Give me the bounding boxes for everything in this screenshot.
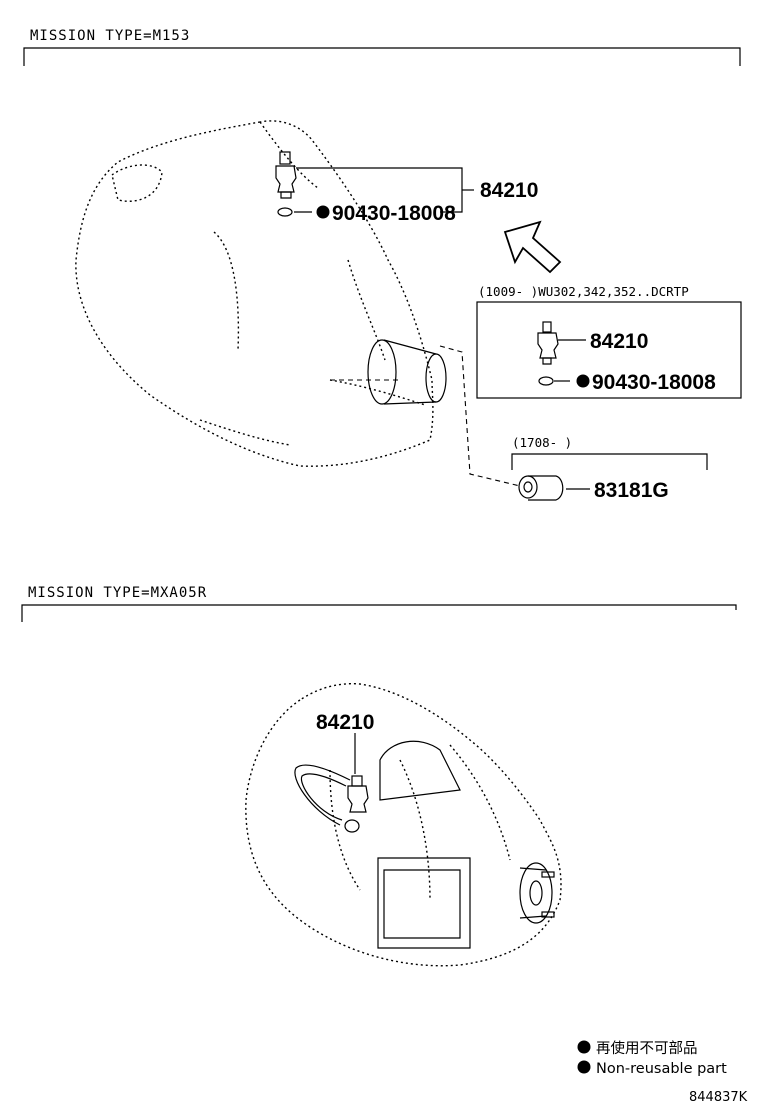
legend-jp: 再使用不可部品 [596,1040,698,1057]
variant-bracket-date-range: (1708- ) [512,435,572,450]
non-reusable-dot [576,374,590,388]
legend-dot-en [577,1060,591,1074]
wire-harness-icon [294,764,360,833]
gasket-variant-icon [538,376,554,386]
non-reusable-dot [316,205,330,219]
gasket-m153-icon [277,207,293,217]
section-title-mxa05r: MISSION TYPE=MXA05R [28,585,207,601]
transmission-m153-illustration [75,120,447,467]
variant-callout-90430-18008: 90430-18008 [592,371,716,394]
section-title-m153: MISSION TYPE=M153 [30,28,190,44]
speed-sensor-variant-icon [537,321,559,365]
section-bracket-m153 [23,47,741,66]
speed-sensor-m153-icon [275,151,297,199]
variant-box-date-range: (1009- )WU302,342,352..DCRTP [478,284,689,299]
leader-83181g [439,345,521,487]
variant-bracket [511,453,708,470]
speed-sensor-mxa05r-icon [347,775,369,813]
section-bracket-mxa05r [21,604,737,622]
callout-84210-mxa05r: 84210 [316,711,374,734]
switch-83181g-icon [518,475,564,501]
legend-dot-jp [577,1040,591,1054]
variant-callout-84210: 84210 [590,330,648,353]
transmission-mxa05r-illustration [245,682,562,967]
arrow-icon [503,220,562,274]
variant-box [476,301,742,399]
legend-en: Non-reusable part [596,1061,727,1077]
callout-90430-18008: 90430-18008 [332,202,456,225]
illustration-code: 844837K [689,1090,748,1105]
callout-84210: 84210 [480,179,538,202]
callout-83181g: 83181G [594,479,669,502]
